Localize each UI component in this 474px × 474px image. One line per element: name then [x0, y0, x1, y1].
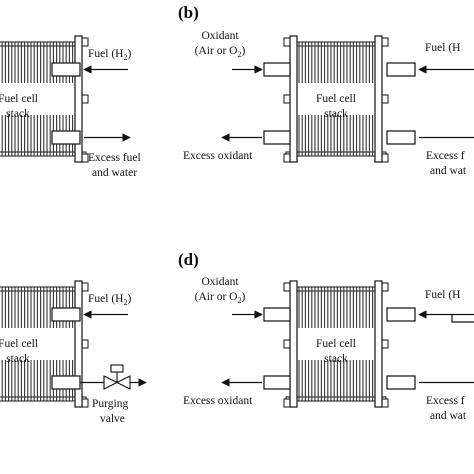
excess-fuel-label-b-2: and wat [430, 165, 467, 177]
panel-b: (b) Fuel cell stack Oxidant (Air or O2) … [178, 3, 474, 177]
stack-label-a-2: stack [6, 108, 30, 120]
fuel-in-label-b: Fuel (H [425, 42, 460, 54]
oxidant-outlet-pipe-d [263, 375, 291, 390]
excess-oxidant-label-b: Excess oxidant [183, 150, 253, 162]
oxidant-inlet-pipe-d [263, 307, 291, 322]
purging-valve-label-2: valve [100, 413, 125, 425]
oxidant-label-d-2: (Air or O2) [195, 291, 246, 305]
oxidant-label-b-1: Oxidant [201, 30, 239, 42]
oxidant-label-d-1: Oxidant [201, 276, 239, 288]
panel-letter-b: (b) [178, 3, 199, 22]
stack-b [283, 35, 389, 163]
oxidant-inlet-pipe-b [263, 62, 291, 77]
fuel-in-label-a: Fuel (H2) [88, 48, 131, 62]
fuel-in-label-d: Fuel (H [425, 289, 460, 301]
fuel-inlet-pipe-c [51, 307, 81, 322]
panel-c: Fuel cell stack Fuel (H2) Purging valve [0, 280, 147, 425]
stack-label-b-1: Fuel cell [316, 93, 356, 105]
excess-fuel-label-a-2: and water [92, 167, 137, 179]
panel-d: (d) Fuel cell stack Oxidant (Air or O2) … [178, 250, 474, 422]
fuel-outlet-pipe-a [51, 130, 81, 145]
stack-a [0, 35, 89, 163]
stack-label-b-2: stack [324, 108, 348, 120]
stack-d [283, 280, 389, 408]
panel-a: Fuel cell stack Fuel (H2) Excess fuel an… [0, 35, 141, 179]
fuel-feed-line-d [451, 313, 474, 323]
purging-valve-label-1: Purging [92, 398, 128, 410]
panel-letter-d: (d) [178, 250, 199, 269]
oxidant-outlet-pipe-b [263, 130, 291, 145]
fuel-inlet-pipe-d [386, 307, 416, 322]
fuel-outlet-pipe-c [51, 375, 81, 390]
purging-valve-icon [103, 364, 131, 390]
stack-label-d-1: Fuel cell [316, 338, 356, 350]
stack-label-a-1: Fuel cell [0, 93, 38, 105]
excess-oxidant-label-d: Excess oxidant [183, 395, 253, 407]
excess-fuel-label-d-2: and wat [430, 410, 467, 422]
excess-fuel-label-a-1: Excess fuel [88, 152, 141, 164]
fuel-outlet-pipe-d [386, 375, 416, 390]
oxidant-label-b-2: (Air or O2) [195, 45, 246, 59]
stack-label-c-1: Fuel cell [0, 338, 38, 350]
fuel-in-label-c: Fuel (H2) [88, 293, 131, 307]
excess-fuel-label-d-1: Excess f [426, 395, 465, 407]
stack-label-d-2: stack [324, 353, 348, 365]
stack-label-c-2: stack [6, 353, 30, 365]
fuel-inlet-pipe-b [386, 62, 416, 77]
excess-fuel-label-b-1: Excess f [426, 150, 465, 162]
fuel-outlet-pipe-b [386, 130, 416, 145]
fuel-inlet-pipe-a [51, 62, 81, 77]
